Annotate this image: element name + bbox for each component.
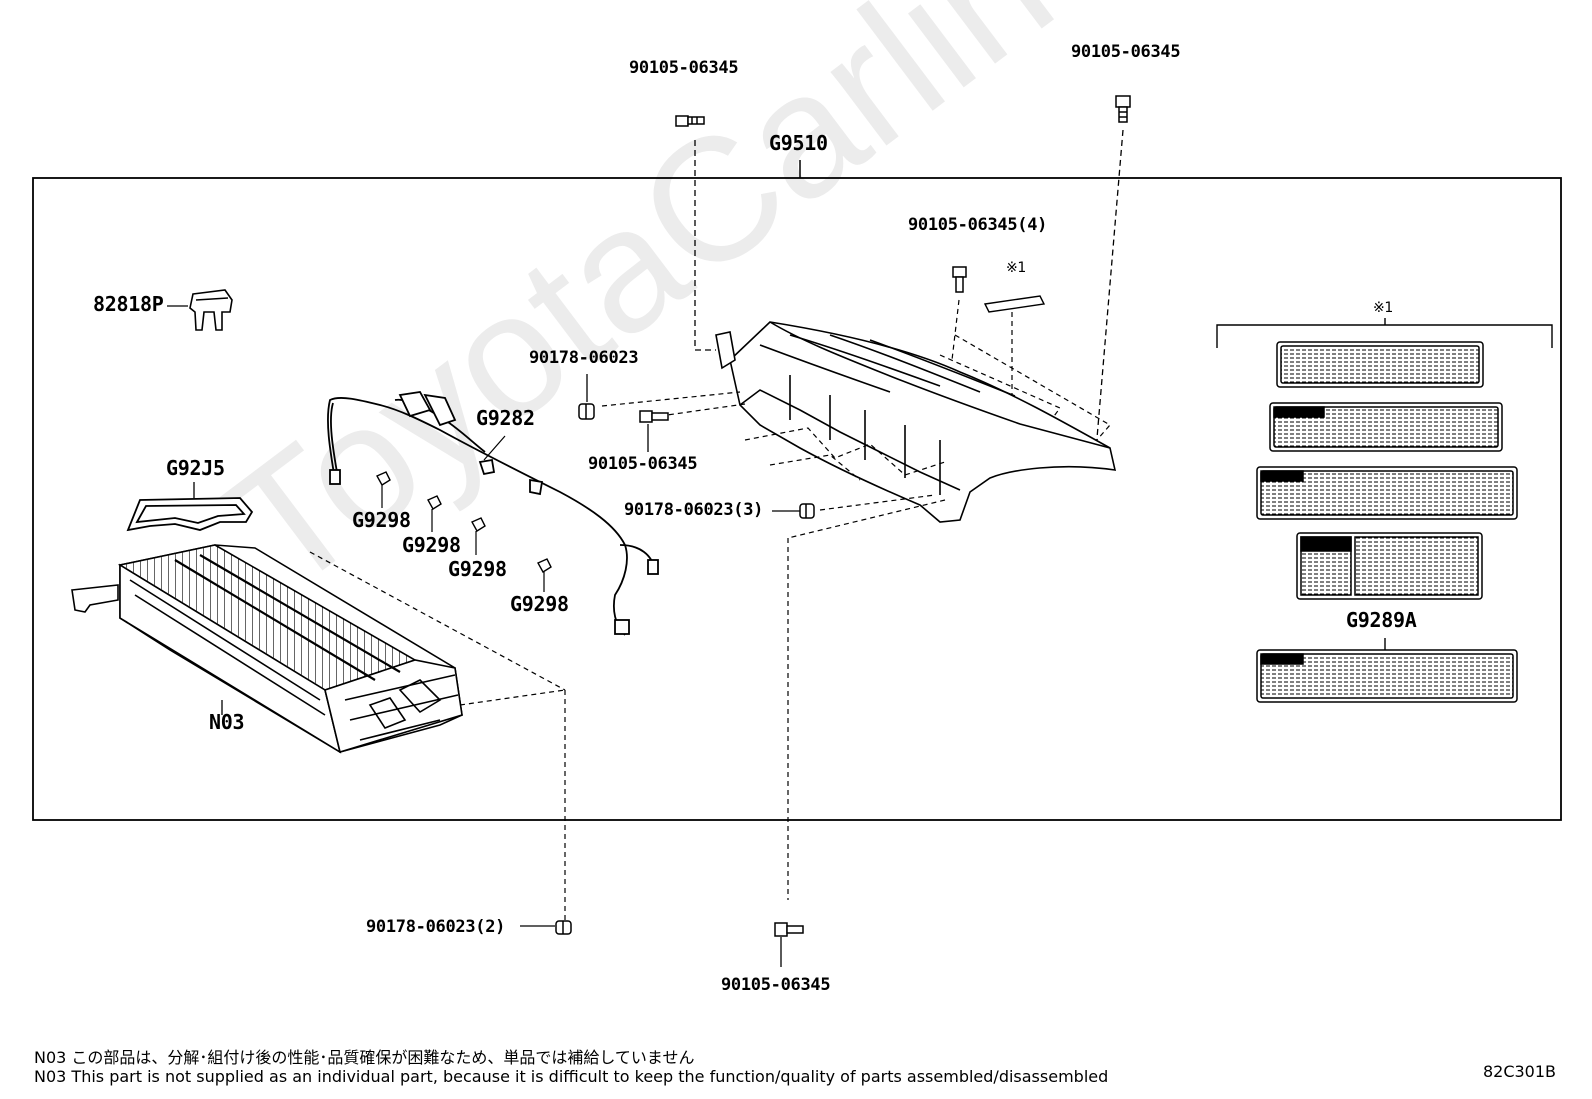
label-battery-module[interactable]: N03 [209,710,245,734]
battery-upper-cover [715,321,1117,523]
bolt-top-right-icon [1115,95,1131,123]
bolt-top-left-icon [675,115,705,127]
warning-label-3 [1256,466,1518,520]
label-nut-x2[interactable]: 90178-06023(2) [366,917,506,937]
warning-label-5 [1256,649,1518,703]
warning-label-4 [1296,532,1483,600]
caution-sticker-shape [983,295,1046,313]
label-clamp-1[interactable]: G9298 [352,508,411,532]
label-nut-x3[interactable]: 90178-06023(3) [624,500,764,520]
warning-label-1 [1276,341,1484,388]
label-bolt-mid[interactable]: 90105-06345 [588,454,698,474]
nut-x2-icon [555,920,572,935]
label-bolt-top-right[interactable]: 90105-06345 [1071,42,1181,62]
cover-gasket-g92j5 [126,497,254,532]
wire-harness-g9282 [327,391,659,636]
clamp-icons [376,471,552,573]
label-bolt-bottom[interactable]: 90105-06345 [721,975,831,995]
note-mark-2: ※1 [1373,300,1394,316]
label-cover-gasket[interactable]: G92J5 [166,456,225,480]
footnote-jp: N03 この部品は、分解･組付け後の性能･品質確保が困難なため、単品では補給して… [34,1048,695,1067]
nut-x3-icon [799,503,815,519]
diagram-code: 82C301B [1482,1062,1556,1081]
clip-82818p-icon [189,289,233,331]
label-bolt-x4[interactable]: 90105-06345(4) [908,215,1048,235]
footnote-en: N03 This part is not supplied as an indi… [34,1067,1109,1086]
battery-module-n03 [71,544,463,754]
assembly-frame [32,177,1562,821]
label-label-set[interactable]: G9289A [1346,608,1417,632]
label-clamp-3[interactable]: G9298 [448,557,507,581]
note-mark-1: ※1 [1006,260,1027,276]
nut-upper-icon [578,403,595,420]
label-clamp-4[interactable]: G9298 [510,592,569,616]
label-main-assembly[interactable]: G9510 [769,131,828,155]
bolt-x4-icon [952,266,967,293]
bolt-bottom-icon [774,922,804,937]
label-bolt-top-left[interactable]: 90105-06345 [629,58,739,78]
label-harness[interactable]: G9282 [476,406,535,430]
label-nut-upper[interactable]: 90178-06023 [529,348,639,368]
bolt-mid-icon [639,410,669,423]
warning-label-2 [1269,402,1503,452]
label-clip[interactable]: 82818P [93,292,164,316]
label-clamp-2[interactable]: G9298 [402,533,461,557]
